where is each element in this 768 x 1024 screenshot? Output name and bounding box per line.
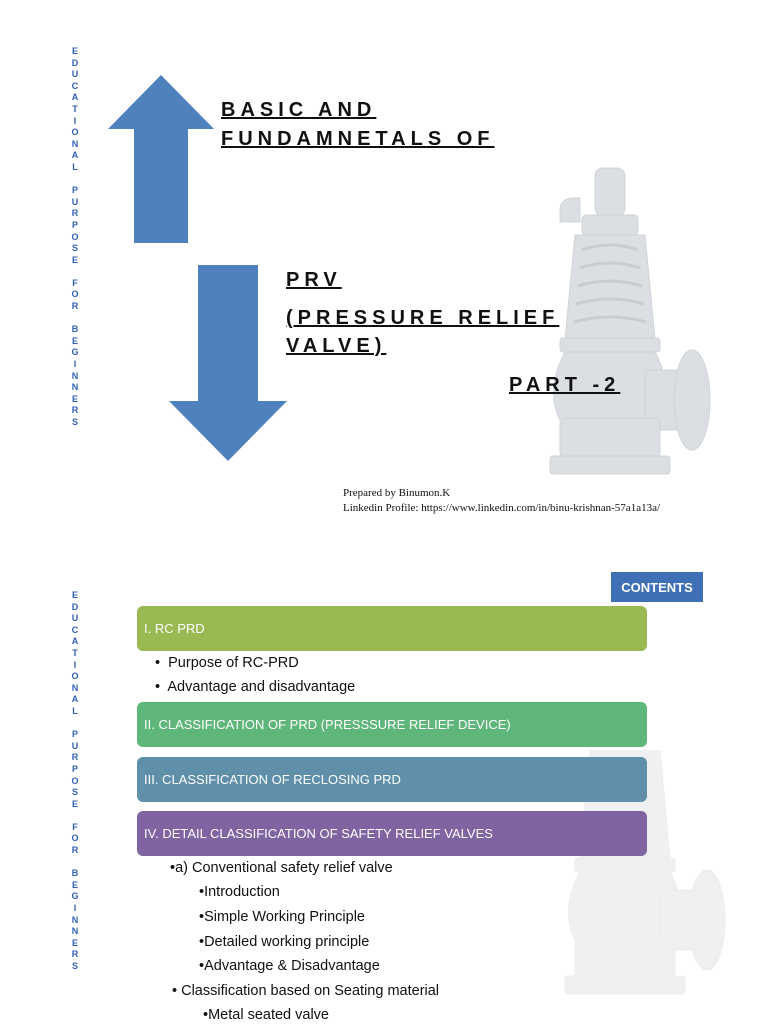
side-label-char: S (71, 243, 78, 254)
side-label-char: E (71, 590, 78, 600)
side-label-char: P (71, 763, 78, 774)
side-label-char: E (71, 393, 78, 404)
side-label-char: B (71, 868, 79, 879)
down-arrow-icon (169, 265, 287, 461)
side-label-char: I (73, 359, 77, 370)
section-bar-4: IV. DETAIL CLASSIFICATION OF SAFETY RELI… (137, 811, 647, 856)
side-label-char: D (71, 57, 79, 68)
side-label-char: C (71, 80, 79, 91)
side-label-char (68, 313, 82, 325)
side-label-char: D (71, 601, 79, 612)
side-label-char: A (71, 694, 79, 705)
side-label-char: E (71, 798, 78, 809)
prv-full-line-1: (PRESSURE RELIEF (286, 307, 560, 329)
side-label-char: N (71, 926, 79, 937)
side-label-char: E (71, 879, 78, 890)
side-label-char: G (71, 347, 79, 358)
list-item: •Simple Working Principle (199, 909, 365, 925)
up-arrow-icon (108, 75, 214, 243)
list-item: • Classification based on Seating materi… (172, 983, 440, 999)
side-label-char: I (73, 903, 77, 914)
side-label-char: R (71, 949, 79, 960)
side-label-char: E (71, 46, 78, 56)
section-bar-2: II. CLASSIFICATION OF PRD (PRESSSURE REL… (137, 702, 647, 747)
side-label-char: U (71, 196, 79, 207)
side-label-char: N (71, 682, 79, 693)
list-item: •a) Conventional safety relief valve (170, 860, 393, 876)
list-item: •Detailed working principle (199, 934, 370, 950)
side-label-char: L (72, 161, 78, 172)
list-item: •Metal seated valve (203, 1007, 329, 1023)
side-label-char: E (71, 335, 78, 346)
side-label-char: F (72, 277, 78, 288)
linkedin-profile: Linkedin Profile: https://www.linkedin.c… (343, 502, 661, 514)
side-label-char: F (72, 821, 78, 832)
side-label-char: R (71, 752, 79, 763)
side-label-char: I (73, 659, 77, 670)
side-label-char: U (71, 613, 79, 624)
side-label-char: O (71, 289, 79, 300)
side-label-char: C (71, 624, 79, 635)
side-label-char: S (71, 417, 78, 427)
side-label-char: G (71, 891, 79, 902)
prv-full-line-2: VALVE) (286, 335, 387, 357)
side-label-char: A (71, 636, 79, 647)
side-label-char: O (71, 833, 79, 844)
valve-watermark-image (549, 167, 711, 475)
list-item: • Advantage and disadvantage (155, 679, 356, 695)
title-line-1: BASIC AND (221, 99, 377, 121)
section-bar-1: I. RC PRD (137, 606, 647, 651)
side-label-char: R (71, 405, 79, 416)
side-label-char: R (71, 208, 79, 219)
side-label-char: T (72, 647, 78, 658)
side-label-char: N (71, 382, 79, 393)
side-label-char: A (71, 150, 79, 161)
side-label-char (68, 857, 82, 869)
credits: Prepared by Binumon.K Linkedin Profile: … (343, 486, 660, 516)
side-label-char: N (71, 138, 79, 149)
side-label-char (68, 266, 82, 278)
title-line-2: FUNDAMNETALS OF (221, 128, 495, 150)
side-label-char (68, 174, 82, 186)
side-label-char (68, 810, 82, 822)
side-label-char: E (71, 254, 78, 265)
side-label-char: N (71, 370, 79, 381)
side-label-char: U (71, 69, 79, 80)
side-label-char: E (71, 937, 78, 948)
section-bar-3: III. CLASSIFICATION OF RECLOSING PRD (137, 757, 647, 802)
contents-badge: CONTENTS (611, 572, 703, 602)
list-item: • Purpose of RC-PRD (155, 655, 299, 671)
side-label-char: S (71, 787, 78, 798)
side-label-char: S (71, 961, 78, 971)
list-item: •Introduction (199, 884, 280, 900)
side-label-char: P (71, 729, 78, 740)
side-label-char: P (71, 185, 78, 196)
side-label-char: T (72, 103, 78, 114)
side-label-char: O (71, 775, 79, 786)
side-label-char: A (71, 92, 79, 103)
prv-heading: PRV (286, 269, 342, 291)
list-item: •Advantage & Disadvantage (199, 958, 380, 974)
side-label-char: O (71, 671, 79, 682)
side-label-char: P (71, 219, 78, 230)
side-label-char: N (71, 914, 79, 925)
side-label-char: O (71, 127, 79, 138)
side-label-char: R (71, 301, 79, 312)
side-label-char: I (73, 115, 77, 126)
prepared-by: Prepared by Binumon.K (343, 487, 451, 499)
side-label-char: R (71, 845, 79, 856)
side-label-char: U (71, 740, 79, 751)
side-label-char (68, 718, 82, 730)
part-label: PART -2 (509, 374, 621, 396)
side-label-char: L (72, 705, 78, 716)
side-label-char: B (71, 324, 79, 335)
side-label-char: O (71, 231, 79, 242)
